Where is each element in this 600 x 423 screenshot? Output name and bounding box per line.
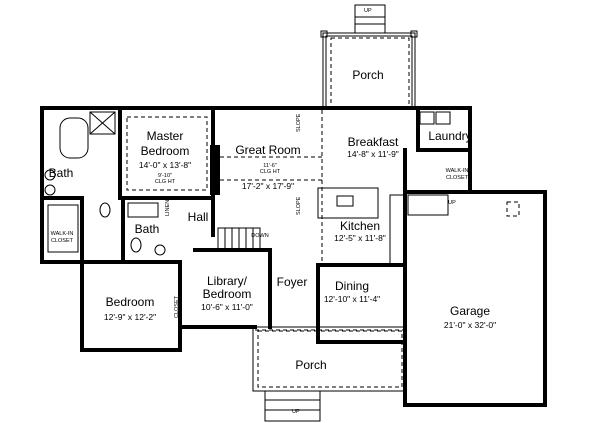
garage-stair <box>407 194 449 216</box>
rear-porch <box>320 4 418 109</box>
garage-size: 21'-0" x 32'-0" <box>444 320 496 330</box>
laundry-closet-2: CLOSET <box>446 175 469 181</box>
master-ceiling-2: CLG HT <box>155 179 176 185</box>
bedroom-closet-label: CLOSET <box>174 295 180 318</box>
front-steps-label: UP <box>292 409 300 415</box>
bedroom-label: Bedroom <box>106 295 155 309</box>
toilet-icon <box>99 202 111 218</box>
rear-steps-label: UP <box>364 8 372 14</box>
kitchen-sink-icon <box>336 195 354 207</box>
staircase <box>217 227 261 251</box>
laundry-closet-1: WALK-IN <box>446 168 469 174</box>
great-room-ceiling-2: CLG HT <box>260 169 281 175</box>
linen-label: LINEN <box>165 200 171 216</box>
foyer-label: Foyer <box>277 275 308 289</box>
kitchen-counter <box>317 187 379 219</box>
library-size: 10'-6" x 11'-0" <box>201 302 253 312</box>
slope-label: SLOPE <box>296 113 302 132</box>
kitchen-label: Kitchen <box>340 219 380 233</box>
sink-icon <box>44 169 56 181</box>
great-room-ceiling-1: 11'-6" <box>263 163 277 169</box>
rear-porch-label: Porch <box>352 68 383 82</box>
kitchen-cabinets <box>389 194 405 266</box>
library-label: Library/ <box>207 274 248 288</box>
bathtub-icon <box>127 202 159 218</box>
breakfast-label: Breakfast <box>348 135 399 149</box>
dining-size: 12'-10" x 11'-4" <box>324 294 380 304</box>
master-ceiling-1: 9'-10" <box>158 173 172 179</box>
master-closet-1: WALK-IN <box>51 231 74 237</box>
bedroom-size: 12'-9" x 12'-2" <box>104 312 156 322</box>
sink-icon <box>154 244 166 256</box>
dining-label: Dining <box>335 279 369 293</box>
washer-icon <box>419 111 435 125</box>
bathtub-icon <box>59 117 89 159</box>
master-bath-label: Bath <box>49 166 74 180</box>
front-porch <box>252 326 406 422</box>
great-room-label: Great Room <box>235 143 300 157</box>
laundry-label: Laundry <box>428 129 471 143</box>
hall-label: Hall <box>188 210 209 224</box>
front-porch-label: Porch <box>295 358 326 372</box>
toilet-icon <box>130 237 142 253</box>
bath-label: Bath <box>135 222 160 236</box>
stair-down-label: DOWN <box>251 233 268 239</box>
sink-icon <box>44 184 56 196</box>
garage-stair-label: UP <box>448 200 456 206</box>
breakfast-size: 14'-8" x 11'-9" <box>347 149 399 159</box>
dryer-icon <box>435 111 451 125</box>
library-label-2: Bedroom <box>203 287 252 301</box>
master-tray-ceiling <box>126 116 208 191</box>
great-room-size: 17'-2" x 17'-9" <box>242 181 294 191</box>
master-closet-2: CLOSET <box>51 238 74 244</box>
master-bedroom-label-2: Bedroom <box>141 144 190 158</box>
master-bedroom-size: 14'-0" x 13'-8" <box>139 160 191 170</box>
kitchen-size: 12'-5" x 11'-8" <box>334 233 386 243</box>
slope-label: SLOPE <box>296 196 302 215</box>
garage-label: Garage <box>450 304 490 318</box>
shower-icon <box>89 111 116 135</box>
master-bedroom-label: Master <box>147 129 184 143</box>
